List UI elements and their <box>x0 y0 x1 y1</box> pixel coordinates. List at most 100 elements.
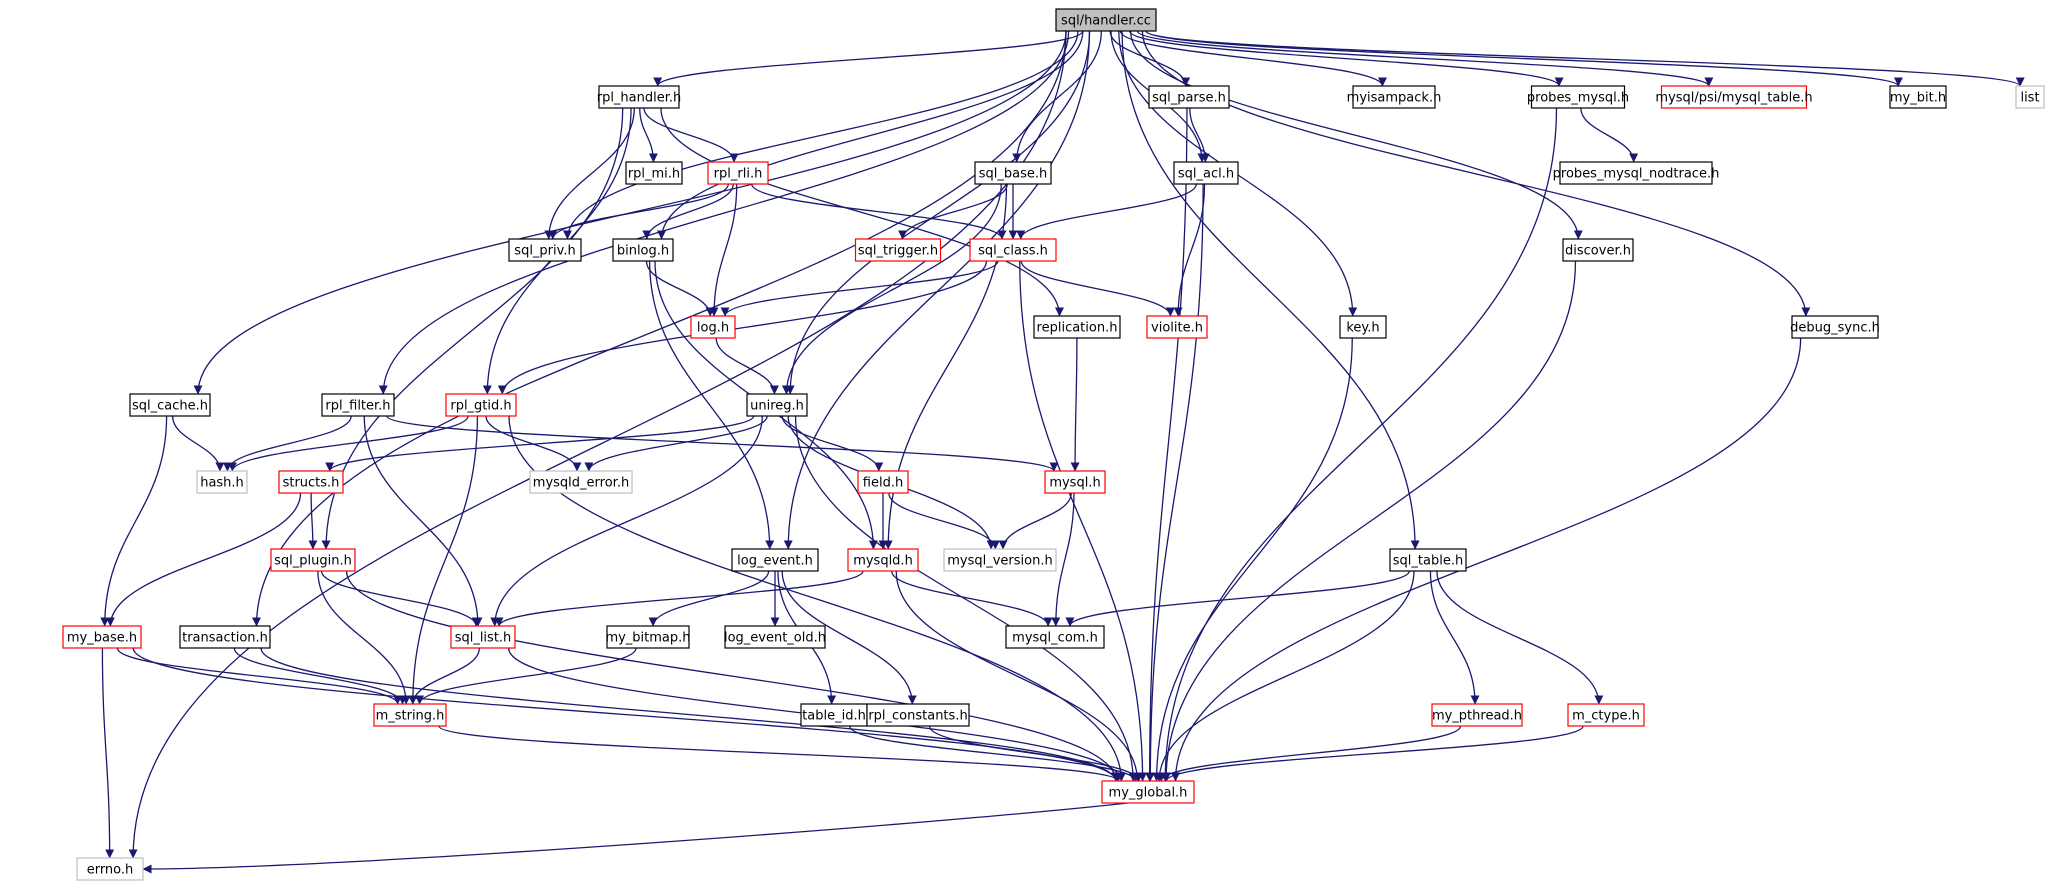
node-box <box>1559 161 1713 185</box>
node-mysql-com[interactable]: mysql_com.h <box>1005 625 1105 649</box>
node-mysqld-error[interactable]: mysqld_error.h <box>529 470 633 494</box>
node-hash-h[interactable]: hash.h <box>196 470 248 494</box>
node-sql-priv[interactable]: sql_priv.h <box>508 238 582 262</box>
node-label: mysql/psi/mysql_table.h <box>1655 91 1812 106</box>
node-box <box>1562 238 1634 262</box>
edge-handler_cc-to-transaction <box>252 30 1067 627</box>
node-structs[interactable]: structs.h <box>278 470 344 494</box>
node-sql-parse[interactable]: sql_parse.h <box>1148 85 1230 109</box>
node-rpl-mi[interactable]: rpl_mi.h <box>625 161 683 185</box>
node-field-h[interactable]: field.h <box>857 470 909 494</box>
edge-transaction-to-m_string <box>233 647 408 705</box>
node-rpl-constants[interactable]: rpl_constants.h <box>866 703 970 727</box>
node-table-id[interactable]: table_id.h <box>800 703 868 727</box>
node-sql-plugin[interactable]: sql_plugin.h <box>270 548 356 572</box>
edge-handler_cc-to-unireg <box>785 30 1091 395</box>
node-m-string[interactable]: m_string.h <box>373 703 447 727</box>
node-box <box>1055 8 1157 32</box>
node-log-event[interactable]: log_event.h <box>731 548 819 572</box>
node-box <box>731 548 819 572</box>
edge-my_bitmap-to-m_string <box>415 647 637 705</box>
edge-binlog-to-log_h <box>645 260 715 317</box>
node-rpl-filter[interactable]: rpl_filter.h <box>321 393 395 417</box>
edge-log_event-to-rpl_constants <box>781 570 917 705</box>
node-box <box>1791 315 1879 339</box>
node-m-ctype[interactable]: m_ctype.h <box>1567 703 1645 727</box>
edge-handler_cc-to-log_event <box>783 30 1091 550</box>
node-my-pthread[interactable]: my_pthread.h <box>1431 703 1523 727</box>
node-sql-base[interactable]: sql_base.h <box>974 161 1052 185</box>
edge-key_h-to-my_global <box>1152 337 1353 782</box>
edge-sql_table-to-m_ctype <box>1436 570 1604 705</box>
edge-sql_plugin-to-sql_list <box>320 570 481 627</box>
node-my-base[interactable]: my_base.h <box>62 625 142 649</box>
node-sql-class[interactable]: sql_class.h <box>969 238 1057 262</box>
node-psi-mysql-table[interactable]: mysql/psi/mysql_table.h <box>1655 85 1813 109</box>
edge-sql_acl-to-sql_class <box>1016 183 1197 240</box>
node-debug-sync[interactable]: debug_sync.h <box>1790 315 1880 339</box>
node-mysqld-h[interactable]: mysqld.h <box>847 548 919 572</box>
edge-sql_table-to-mysql_com <box>1065 570 1410 627</box>
node-violite[interactable]: violite.h <box>1146 315 1208 339</box>
node-label: field.h <box>863 476 903 491</box>
node-box <box>969 238 1057 262</box>
edge-rpl_gtid-to-mysqld_error <box>485 415 582 472</box>
node-box <box>1389 548 1467 572</box>
edge-mysqld_h-to-my_global <box>895 570 1142 782</box>
node-myisampack[interactable]: myisampack.h <box>1347 85 1442 109</box>
node-discover[interactable]: discover.h <box>1562 238 1634 262</box>
edge-sql_acl-to-my_global <box>1145 183 1204 782</box>
node-key-h[interactable]: key.h <box>1339 315 1387 339</box>
node-box <box>321 393 395 417</box>
node-box <box>612 238 674 262</box>
node-handler-cc[interactable]: sql/handler.cc <box>1055 8 1157 32</box>
edge-rpl_gtid-to-hash_h <box>227 415 469 472</box>
node-sql-list[interactable]: sql_list.h <box>450 625 516 649</box>
edge-structs-to-my_base <box>105 492 302 627</box>
node-sql-table[interactable]: sql_table.h <box>1389 548 1467 572</box>
edge-handler_cc-to-my_bit <box>1145 30 1903 87</box>
edge-mysql_h-to-mysql_version <box>998 492 1072 550</box>
node-sql-cache[interactable]: sql_cache.h <box>129 393 211 417</box>
node-transaction[interactable]: transaction.h <box>179 625 271 649</box>
node-log-event-old[interactable]: log_event_old.h <box>724 625 826 649</box>
node-my-global[interactable]: my_global.h <box>1101 780 1195 804</box>
node-box <box>866 703 970 727</box>
node-box <box>598 85 680 109</box>
edge-my_pthread-to-my_global <box>1156 725 1462 782</box>
edge-handler_cc-to-sql_parse <box>1109 30 1191 87</box>
node-probes-mysql[interactable]: probes_mysql.h <box>1527 85 1629 109</box>
node-my-bitmap[interactable]: my_bitmap.h <box>605 625 691 649</box>
node-rpl-handler[interactable]: rpl_handler.h <box>597 85 682 109</box>
node-my-bit[interactable]: my_bit.h <box>1889 85 1947 109</box>
edge-rpl_gtid-to-m_string <box>408 415 479 705</box>
node-label: key.h <box>1346 321 1379 336</box>
edge-handler_cc-to-errno_h <box>128 30 1067 859</box>
edge-mysqld_h-to-mysql_com <box>890 570 1053 627</box>
node-box <box>278 470 344 494</box>
node-binlog[interactable]: binlog.h <box>612 238 674 262</box>
node-list[interactable]: list <box>2015 85 2045 109</box>
node-errno-h[interactable]: errno.h <box>76 857 144 881</box>
edge-m_ctype-to-my_global <box>1161 725 1584 782</box>
edge-handler_cc-to-list <box>1145 30 2025 87</box>
node-label: my_global.h <box>1109 786 1188 801</box>
edge-rpl_rli-to-sql_class <box>751 183 1007 240</box>
edge-handler_cc-to-probes_mysql <box>1128 30 1564 87</box>
node-rpl-rli[interactable]: rpl_rli.h <box>707 161 769 185</box>
node-sql-acl[interactable]: sql_acl.h <box>1173 161 1239 185</box>
node-replication[interactable]: replication.h <box>1033 315 1121 339</box>
node-probes-mysql-nodtrace[interactable]: probes_mysql_nodtrace.h <box>1553 161 1720 185</box>
node-mysql-version[interactable]: mysql_version.h <box>943 548 1057 572</box>
edge-table_id-to-my_global <box>849 725 1140 782</box>
node-label: rpl_mi.h <box>628 167 680 182</box>
edge-replication-to-mysql_h <box>1070 337 1080 472</box>
edge-sql_plugin-to-m_string <box>317 570 411 705</box>
node-unireg[interactable]: unireg.h <box>746 393 808 417</box>
node-label: sql_parse.h <box>1152 91 1226 106</box>
node-rpl-gtid[interactable]: rpl_gtid.h <box>445 393 517 417</box>
node-mysql-h[interactable]: mysql.h <box>1044 470 1106 494</box>
edge-unireg-to-sql_list <box>490 415 763 627</box>
node-log-h[interactable]: log.h <box>690 315 736 339</box>
node-sql-trigger[interactable]: sql_trigger.h <box>854 238 942 262</box>
